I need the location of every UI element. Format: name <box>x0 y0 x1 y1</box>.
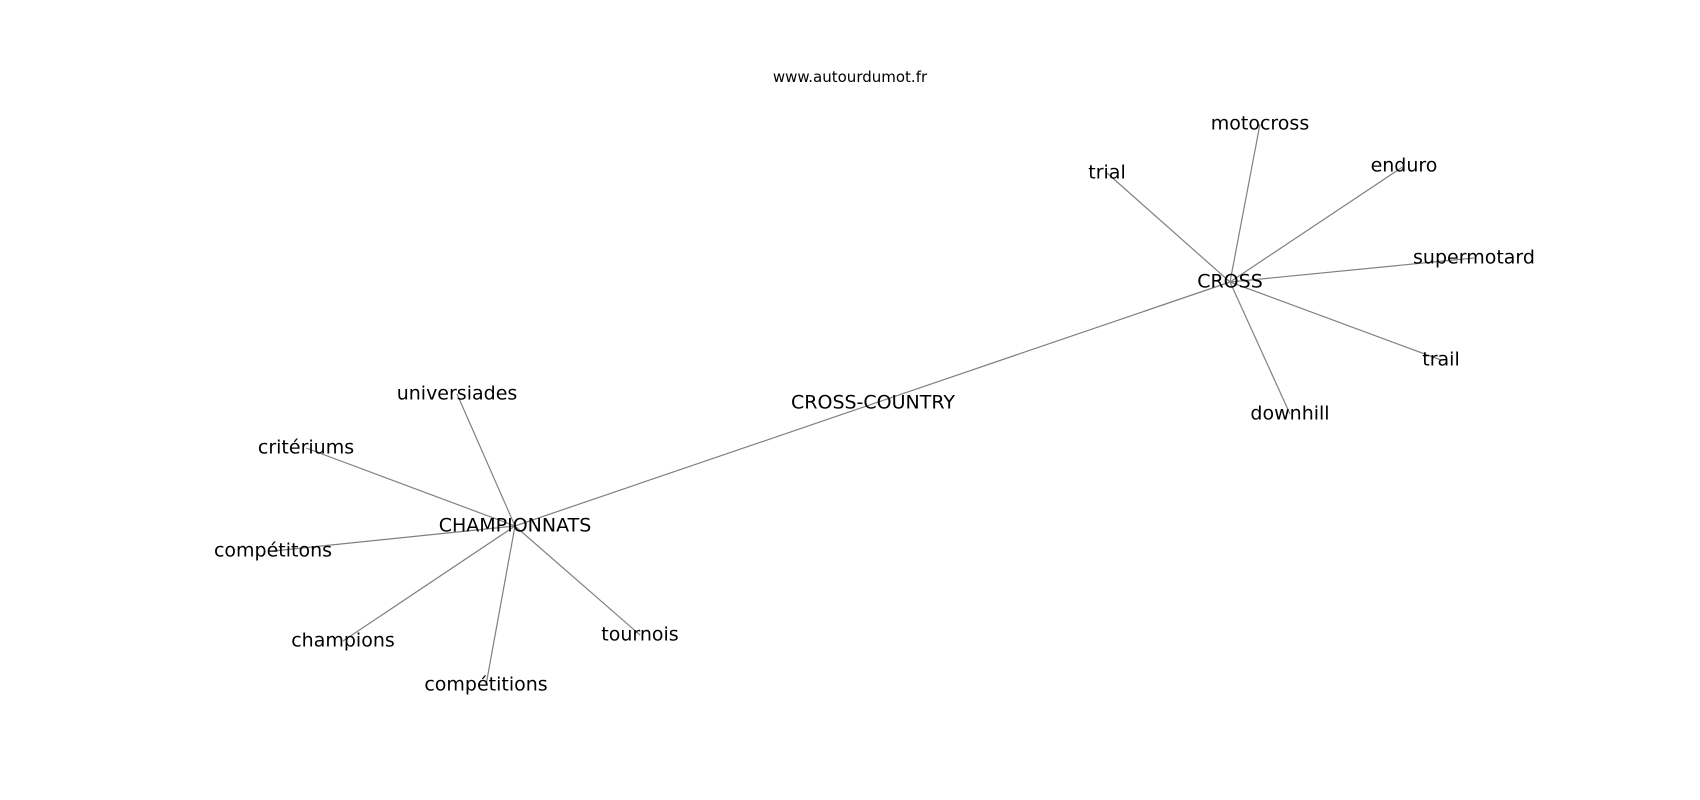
edge-cross-trial <box>1106 172 1231 283</box>
node-universiades: universiades <box>397 383 518 405</box>
edge-championnats-competitions <box>485 525 516 686</box>
source-url: www.autourdumot.fr <box>773 68 928 86</box>
node-supermotard: supermotard <box>1413 247 1535 269</box>
edge-cross-enduro <box>1229 165 1405 283</box>
node-champions: champions <box>291 630 395 652</box>
edge-championnats-champions <box>342 525 516 642</box>
node-championnats: CHAMPIONNATS <box>439 515 592 537</box>
edge-cross-downhill <box>1229 281 1291 415</box>
edge-championnats-universiades <box>456 393 516 527</box>
node-competitions: compétitions <box>424 674 547 696</box>
node-cross: CROSS <box>1197 271 1263 293</box>
node-competitons: compétitons <box>214 540 332 562</box>
edge-cross-trail <box>1229 281 1442 361</box>
graph-nodes: CROSS-COUNTRY CROSS CHAMPIONNATS motocross t… <box>214 113 1535 696</box>
node-criteriums: critériums <box>258 437 354 459</box>
node-downhill: downhill <box>1250 403 1329 425</box>
edge-cross-supermotard <box>1229 257 1475 283</box>
graph-edges <box>272 123 1475 686</box>
node-cross-country: CROSS-COUNTRY <box>791 392 955 414</box>
node-enduro: enduro <box>1371 155 1438 177</box>
node-motocross: motocross <box>1211 113 1309 135</box>
edge-championnats-cross <box>514 281 1231 527</box>
edge-championnats-criteriums <box>305 447 516 527</box>
node-trail: trail <box>1422 349 1459 371</box>
node-trial: trial <box>1088 162 1125 184</box>
edge-cross-motocross <box>1229 123 1261 283</box>
node-tournois: tournois <box>601 624 678 646</box>
edge-championnats-competitons <box>272 525 516 552</box>
edge-championnats-tournois <box>514 525 641 636</box>
